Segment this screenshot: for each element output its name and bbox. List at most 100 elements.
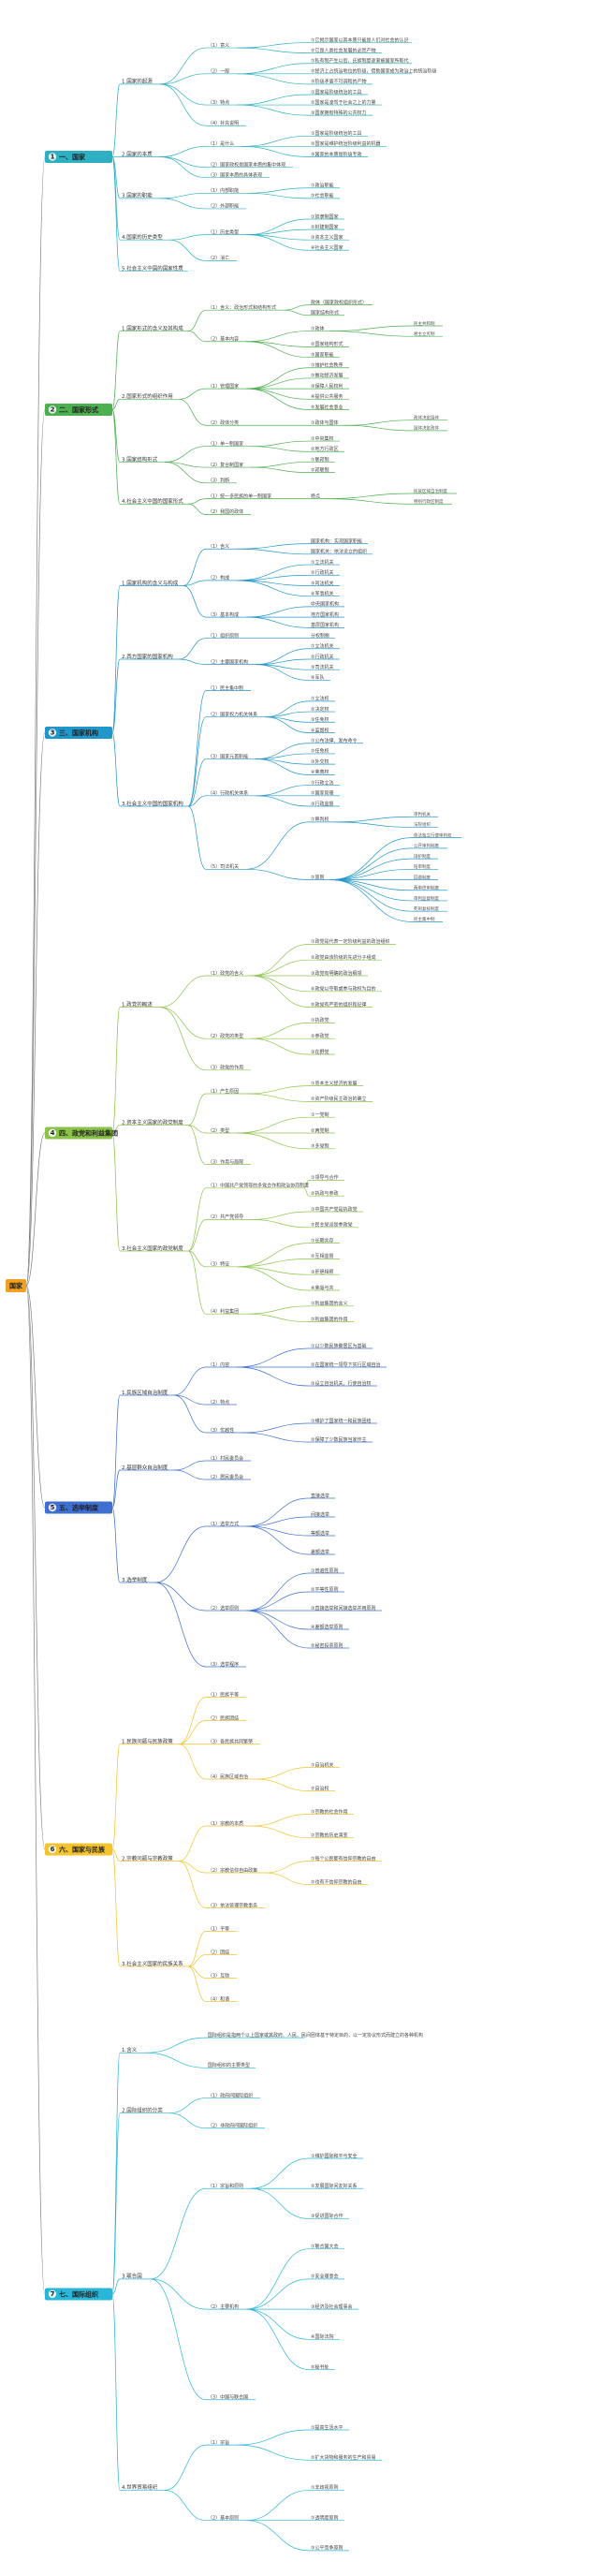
topic-node[interactable]: ①联合国大会 — [309, 2243, 344, 2249]
topic-node[interactable]: ②保障了少数民族当家作主 — [309, 1436, 373, 1443]
topic-node[interactable]: ①维护国际和平与安全 — [309, 2153, 363, 2159]
topic-node[interactable]: ①自治机关 — [309, 1761, 340, 1768]
topic-node[interactable]: 陪审制度 — [412, 863, 438, 870]
topic-node[interactable]: ②国家管理 — [309, 790, 340, 797]
topic-node[interactable]: 4.世界贸易组织 — [120, 2483, 165, 2491]
topic-node[interactable]: ③国家拥有特殊的公共权力 — [309, 110, 373, 116]
topic-node[interactable]: 1.国家机构的含义与构成 — [120, 579, 183, 586]
topic-node[interactable]: ①一党制 — [309, 1111, 335, 1118]
topic-node[interactable]: ①私有制产生以后，氏族制度逐渐被国家所取代 — [309, 58, 412, 65]
topic-node[interactable]: ①非歧视原则 — [309, 2484, 344, 2491]
topic-node[interactable]: ①维护社会秩序 — [309, 362, 349, 369]
topic-node[interactable]: 1.民族问题与民族政策 — [120, 1737, 179, 1744]
topic-node[interactable]: ①资本主义经济的发展 — [309, 1080, 363, 1086]
topic-node[interactable]: （3）互助 — [206, 1972, 237, 1979]
topic-node[interactable]: ③设立自治机关，行使自治权 — [309, 1380, 377, 1387]
topic-node[interactable]: （3）特点 — [206, 99, 237, 106]
topic-node[interactable]: （3）政党的作用 — [206, 1065, 251, 1071]
topic-node[interactable]: 基层国家机构 — [309, 622, 344, 628]
topic-node[interactable]: ④军事机关 — [309, 590, 340, 596]
topic-node[interactable]: ①长期共存 — [309, 1237, 340, 1244]
topic-node[interactable]: ①国家是阶级统治的工具 — [309, 130, 368, 137]
topic-node[interactable]: （5）司法机关 — [206, 863, 246, 870]
topic-node[interactable]: ②任免权 — [309, 748, 335, 755]
topic-node[interactable]: （4）行政机关体系 — [206, 790, 256, 797]
topic-node[interactable]: ②邦联制 — [309, 466, 335, 473]
topic-node[interactable]: （2）基本内容 — [206, 336, 246, 343]
topic-node[interactable]: 3.选举制度 — [120, 1576, 155, 1583]
topic-node[interactable]: ⑤发展社会事业 — [309, 404, 349, 410]
topic-node[interactable]: ④监督权 — [309, 727, 335, 733]
topic-node[interactable]: ②社会职能 — [309, 193, 340, 199]
topic-node[interactable]: （2）我国的政体 — [206, 508, 251, 515]
topic-node[interactable]: 1.政党的概述 — [120, 1000, 160, 1008]
topic-node[interactable]: 分权制衡 — [309, 632, 335, 639]
topic-node[interactable]: ④政党以夺取或参与政权为目的 — [309, 986, 382, 993]
topic-node[interactable]: （3）作用与局限 — [206, 1158, 251, 1165]
topic-node[interactable]: （2）类型 — [206, 1127, 237, 1134]
topic-node[interactable]: （1）宗旨 — [206, 2439, 237, 2446]
topic-node[interactable]: （2）特点 — [206, 1399, 237, 1406]
topic-node[interactable]: （2）政体分类 — [206, 420, 246, 426]
topic-node[interactable]: （1）政党的含义 — [206, 970, 251, 977]
topic-node[interactable]: （1）内容 — [206, 1362, 237, 1368]
topic-node[interactable]: ①公布法律、发布命令 — [309, 738, 363, 744]
topic-node[interactable]: ③国家职能 — [309, 351, 340, 358]
topic-node[interactable]: （2）主要机构 — [206, 2304, 246, 2310]
topic-node[interactable]: ②决定权 — [309, 706, 335, 713]
topic-node[interactable]: ②透明度原则 — [309, 2514, 344, 2521]
topic-node[interactable]: 2.资本主义国家的政党制度 — [120, 1118, 188, 1126]
topic-node[interactable]: （1）宗教的本质 — [206, 1820, 251, 1827]
topic-node[interactable]: ①政治职能 — [309, 183, 340, 189]
topic-node[interactable]: （3）国家本质的具体表现 — [206, 171, 270, 178]
topic-node[interactable]: ①利益集团的含义 — [309, 1301, 354, 1307]
topic-node[interactable]: ①它揭示国家以其本质只能是人们对社会的认识 — [309, 37, 412, 43]
topic-node[interactable]: ④荣典权 — [309, 769, 335, 775]
topic-node[interactable]: 3.国家结构形式 — [120, 455, 165, 463]
topic-node[interactable]: 民族区域自治制度 — [412, 488, 457, 494]
topic-node[interactable]: ①提高生活水平 — [309, 2424, 349, 2431]
topic-node[interactable]: ⑤秘密投票原则 — [309, 1642, 349, 1649]
topic-node[interactable]: 2.国家形式的组织作用 — [120, 392, 179, 400]
topic-node[interactable]: 回避制度 — [412, 874, 438, 880]
topic-node[interactable]: ⑤秘书处 — [309, 2363, 335, 2370]
topic-node[interactable]: ②国家结构形式 — [309, 341, 349, 347]
topic-node[interactable]: 民主集中制 — [412, 916, 443, 922]
topic-node[interactable]: （4）补充说明 — [206, 120, 246, 126]
topic-node[interactable]: （2）国家政权是国家本质的集中体现 — [206, 161, 293, 168]
topic-node[interactable]: 4.社会主义中国的国家形式 — [120, 497, 188, 505]
topic-node[interactable]: ④社会主义国家 — [309, 244, 349, 251]
topic-node[interactable]: （2）居民委员会 — [206, 1474, 251, 1480]
topic-node[interactable]: 3.社会主义国家的民族关系 — [120, 1960, 188, 1967]
topic-node[interactable]: ②行政机关 — [309, 654, 340, 660]
topic-node[interactable]: 4.国家的历史类型 — [120, 233, 169, 241]
topic-node[interactable]: （1）管理国家 — [206, 383, 246, 390]
topic-node[interactable]: （2）构成 — [206, 575, 237, 581]
topic-node[interactable]: （4）民族区域自治 — [206, 1774, 256, 1780]
topic-node[interactable]: ②行政机关 — [309, 569, 340, 576]
topic-node[interactable]: ①立法机关 — [309, 559, 340, 566]
topic-node[interactable]: ①审判权 — [309, 817, 335, 823]
topic-node[interactable]: （2）消亡 — [206, 255, 237, 261]
topic-node[interactable]: 1.民族区域自治制度 — [120, 1389, 174, 1396]
topic-node[interactable]: （2）选举原则 — [206, 1605, 246, 1612]
topic-node[interactable]: 3.联合国 — [120, 2273, 151, 2280]
topic-node[interactable]: ③保障人民权利 — [309, 383, 349, 390]
topic-node[interactable]: 3.国家的职能 — [120, 192, 160, 199]
topic-node[interactable]: （1）民主集中制 — [206, 684, 251, 691]
topic-node[interactable]: 君主立宪制 — [412, 331, 443, 337]
topic-node[interactable]: ③阶级矛盾不可调和的产物 — [309, 79, 373, 85]
topic-node[interactable]: （1）宗旨和原则 — [206, 2183, 251, 2189]
topic-node[interactable]: ③任免权 — [309, 716, 335, 723]
topic-node[interactable]: （3）选举程序 — [206, 1661, 246, 1668]
topic-node[interactable]: ①领导与合作 — [309, 1174, 344, 1181]
topic-node[interactable]: 国家机关：依法设立的组织 — [309, 549, 373, 555]
topic-node[interactable]: （2）一般 — [206, 68, 237, 75]
topic-node[interactable]: （2）国家权力机关体系 — [206, 711, 265, 717]
topic-node[interactable]: ②平等性原则 — [309, 1586, 344, 1593]
topic-node[interactable]: ③外交权 — [309, 758, 335, 765]
topic-node[interactable]: 5.社会主义中国的国家性质 — [120, 264, 188, 272]
topic-node[interactable]: （2）外部职能 — [206, 203, 246, 210]
